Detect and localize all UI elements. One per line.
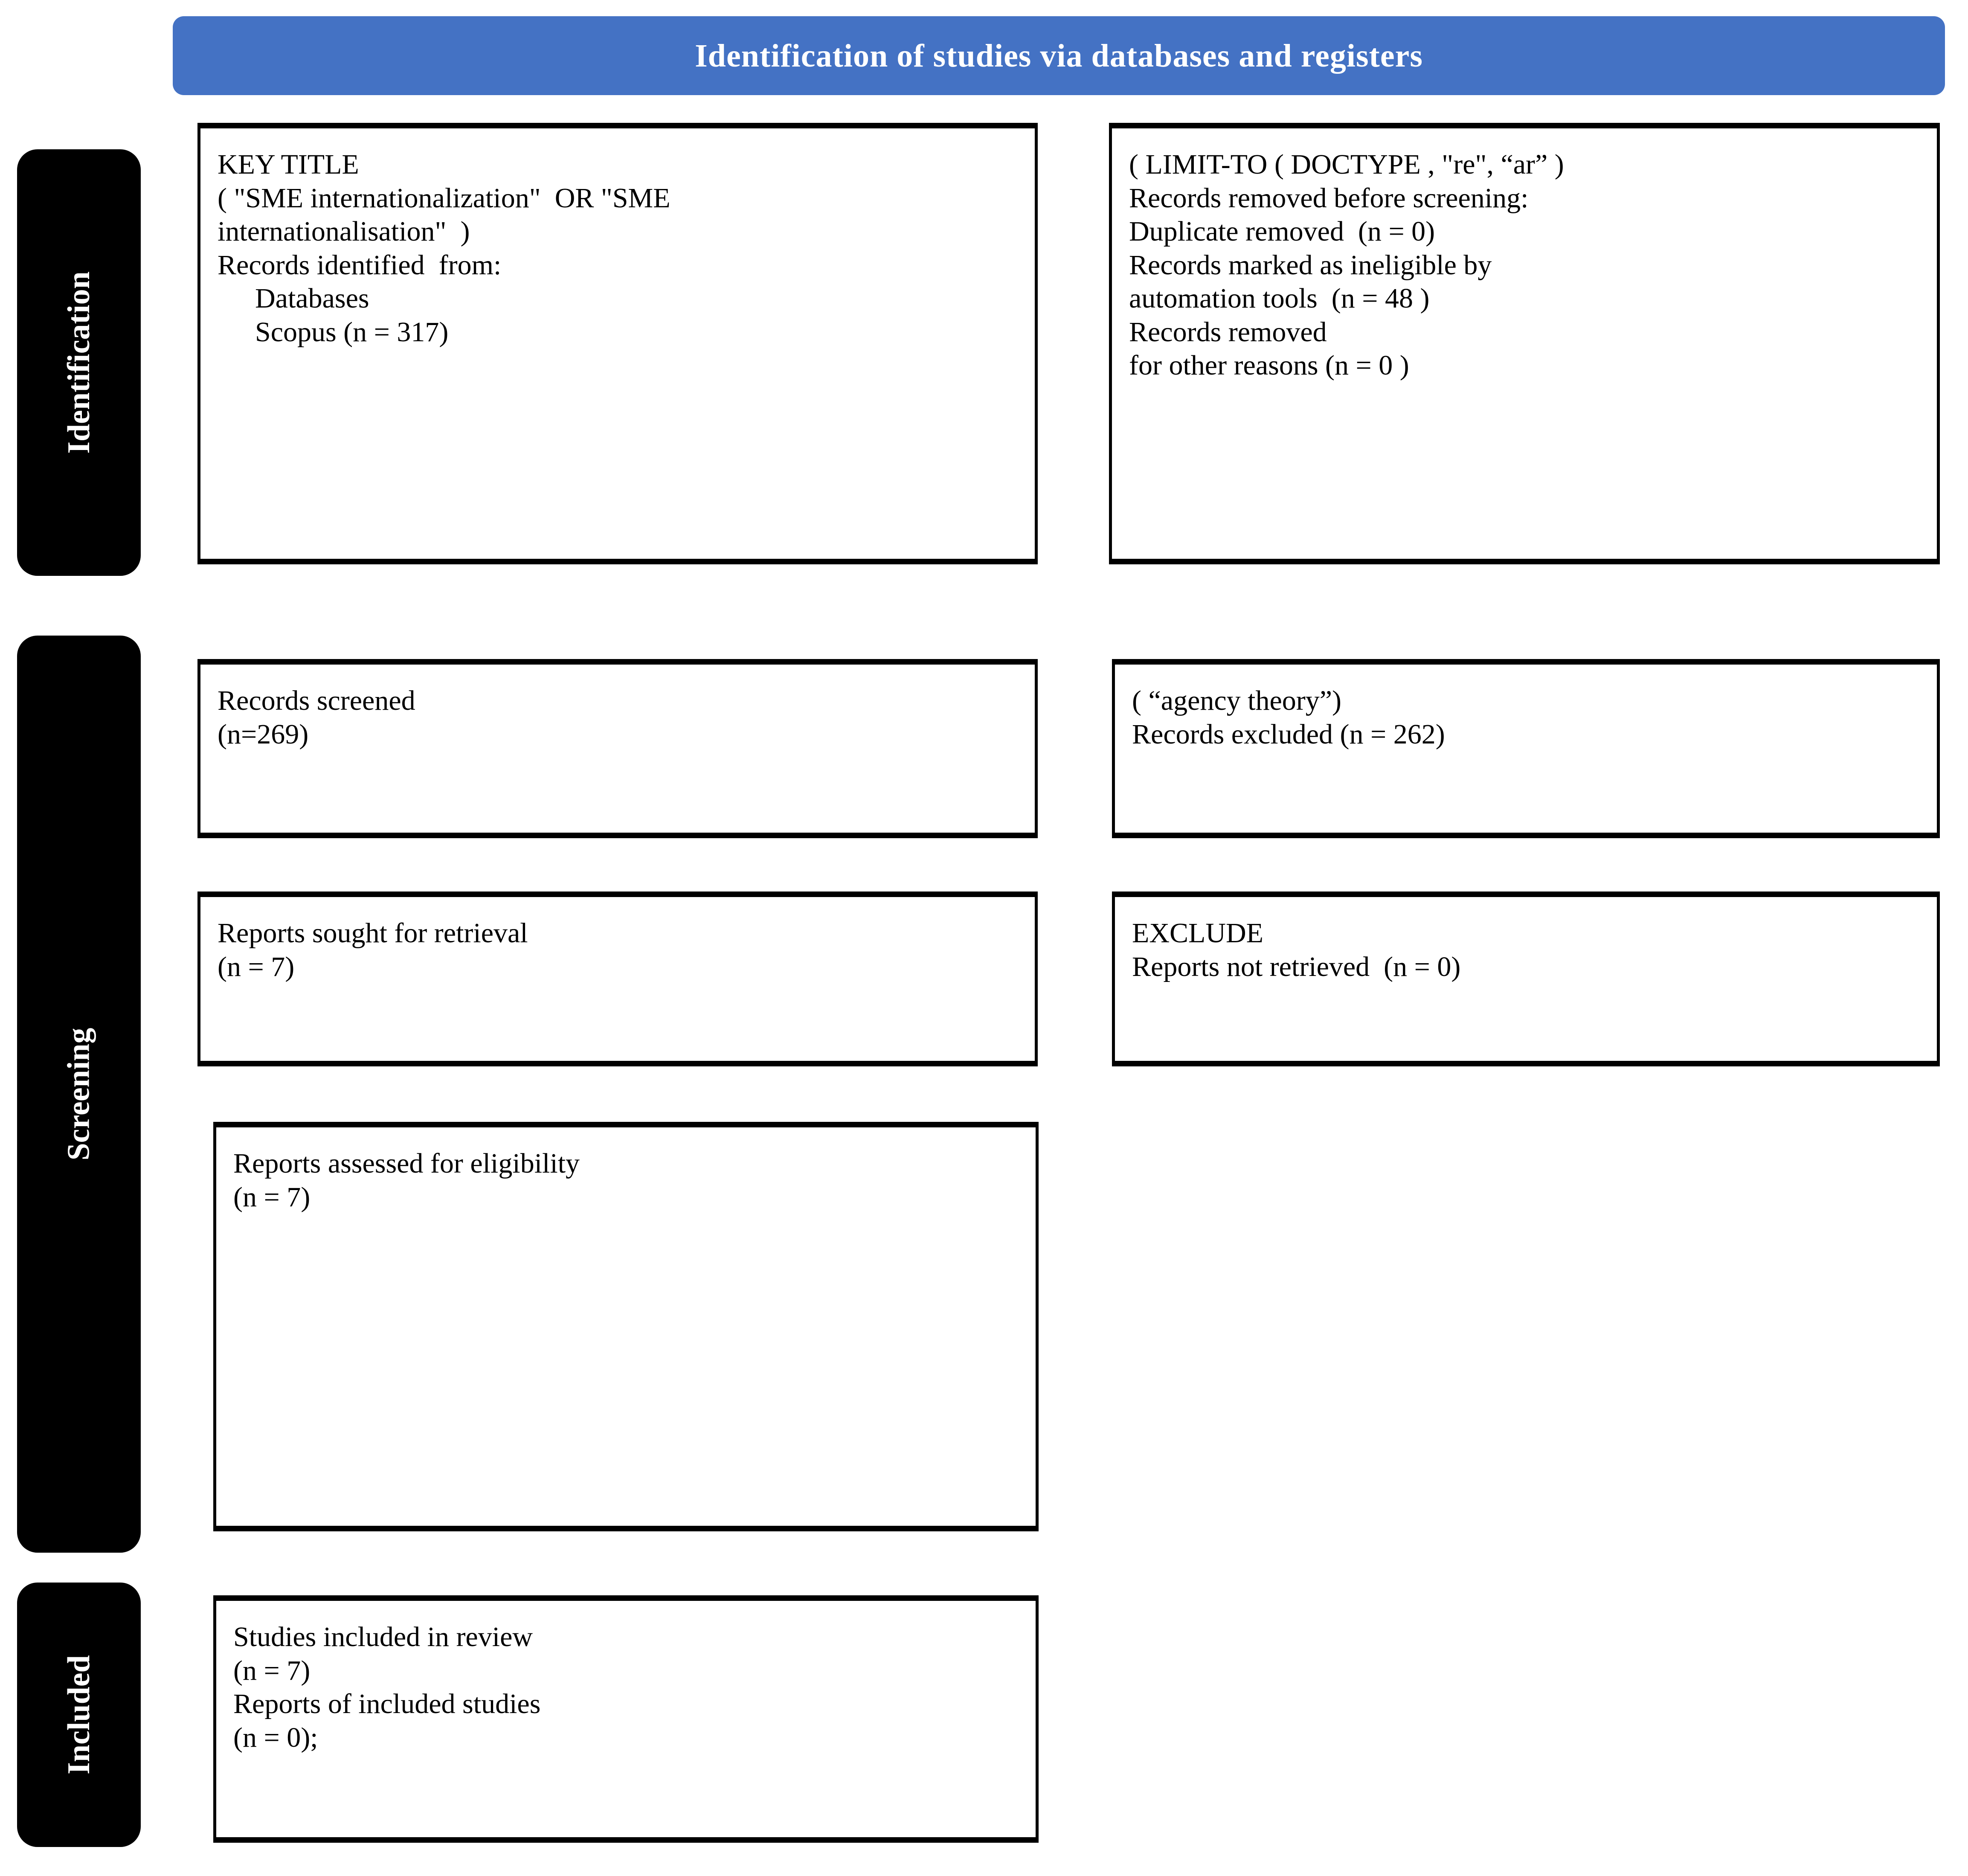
box-studies-included-in-review: Studies included in review (n = 7) Repor… xyxy=(213,1595,1039,1843)
box-reports-assessed-for-eligibility: Reports assessed for eligibility (n = 7) xyxy=(213,1122,1039,1531)
stage-tab-label-screening: Screening xyxy=(61,1028,97,1161)
stage-tab-screening: Screening xyxy=(17,636,141,1553)
stage-tab-included: Included xyxy=(17,1583,141,1847)
box-reports-sought-for-retrieval: Reports sought for retrieval (n = 7) xyxy=(197,892,1038,1066)
box-records-excluded: ( “agency theory”) Records excluded (n =… xyxy=(1112,659,1940,838)
box-line: Records screened xyxy=(218,685,415,716)
box-line: Reports sought for retrieval xyxy=(218,918,528,949)
box-line: (n = 7) xyxy=(233,1655,311,1686)
box-line: internationalisation" ) xyxy=(218,216,470,247)
banner-title: Identification of studies via databases … xyxy=(695,38,1423,74)
box-line: Studies included in review xyxy=(233,1621,533,1652)
box-line: Databases xyxy=(255,283,369,314)
box-line: Records identified from: xyxy=(218,249,502,281)
stage-tab-label-included: Included xyxy=(61,1655,96,1774)
box-line: KEY TITLE xyxy=(218,149,359,180)
box-line: (n = 0); xyxy=(233,1722,318,1753)
box-line: Reports of included studies xyxy=(233,1688,541,1720)
box-line: Records removed before screening: xyxy=(1129,182,1529,214)
box-records-screened: Records screened (n=269) xyxy=(197,659,1038,838)
box-line: Duplicate removed (n = 0) xyxy=(1129,216,1435,247)
stage-tab-identification: Identification xyxy=(17,149,141,576)
box-line: Records removed xyxy=(1129,316,1327,348)
box-line: (n = 7) xyxy=(218,951,295,982)
box-line: Reports assessed for eligibility xyxy=(233,1148,580,1179)
box-line: Scopus (n = 317) xyxy=(255,316,449,348)
box-line: for other reasons (n = 0 ) xyxy=(1129,350,1409,381)
box-line: (n = 7) xyxy=(233,1181,311,1213)
box-records-removed-before-screening: ( LIMIT-TO ( DOCTYPE , "re", “ar” ) Reco… xyxy=(1109,123,1940,564)
box-records-identified: KEY TITLE ( "SME internationalization" O… xyxy=(197,123,1038,564)
box-line: Records marked as ineligible by xyxy=(1129,249,1492,281)
box-line: ( LIMIT-TO ( DOCTYPE , "re", “ar” ) xyxy=(1129,149,1564,180)
box-line: Records excluded (n = 262) xyxy=(1132,718,1445,750)
box-reports-not-retrieved: EXCLUDE Reports not retrieved (n = 0) xyxy=(1112,892,1940,1066)
box-line: EXCLUDE xyxy=(1132,918,1263,949)
header-banner: Identification of studies via databases … xyxy=(173,16,1945,95)
box-line: automation tools (n = 48 ) xyxy=(1129,283,1430,314)
stage-tab-label-identification: Identification xyxy=(61,271,96,454)
box-line: Reports not retrieved (n = 0) xyxy=(1132,951,1461,982)
box-line: ( "SME internationalization" OR "SME xyxy=(218,182,671,214)
box-line: ( “agency theory”) xyxy=(1132,685,1342,716)
box-line: (n=269) xyxy=(218,718,309,750)
